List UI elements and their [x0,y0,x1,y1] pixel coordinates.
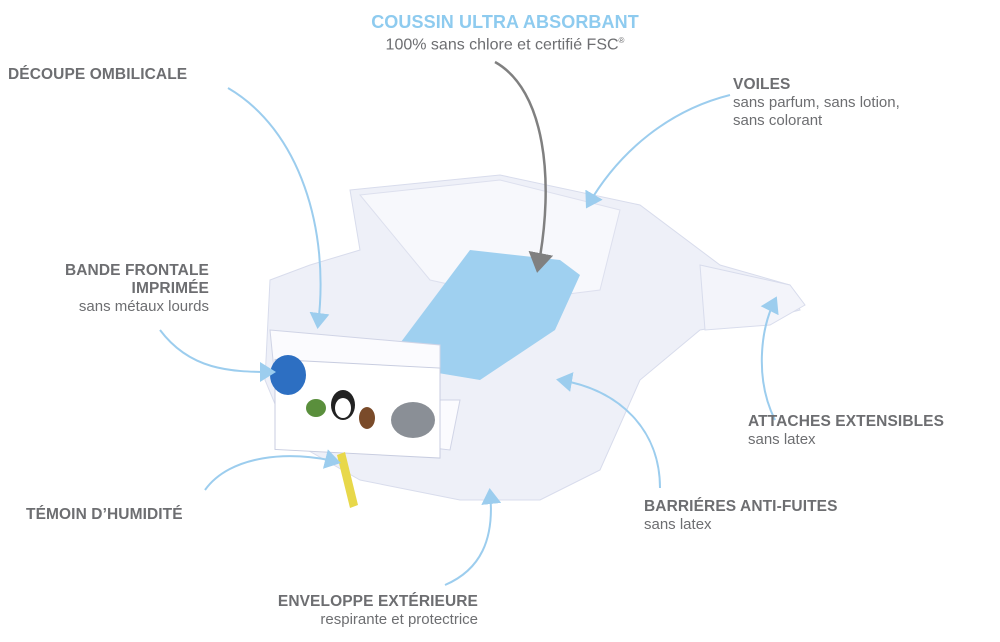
label-subtitle: sans colorant [733,112,823,129]
callout-arrows [159,87,779,586]
absorbent-pad [395,250,580,380]
label-title: BANDE FRONTALE [64,262,209,279]
label-title: VOILES [733,76,791,93]
label-bande: BANDE FRONTALE IMPRIMÉE sans métaux lour… [0,262,209,316]
main-arrow [494,60,554,273]
wetness-indicator [337,452,358,508]
label-barrieres: BARRIÉRES ANTI-FUITES sans latex [644,498,838,534]
label-title: IMPRIMÉE [131,280,209,297]
label-subtitle: sans latex [748,431,816,448]
label-voiles: VOILES sans parfum, sans lotion, sans co… [733,76,900,130]
turtle-print [306,399,326,417]
label-subtitle: respirante et protectrice [320,611,478,628]
label-subtitle: sans parfum, sans lotion, [733,94,900,111]
registered-mark: ® [618,36,625,45]
extensible-tab [699,264,806,331]
label-attaches: ATTACHES EXTENSIBLES sans latex [748,413,944,449]
monkey-print [359,407,375,429]
label-subtitle: 100% sans chlore et certifié FSC [385,36,619,54]
diaper-body [264,174,806,508]
label-temoin: TÉMOIN D’HUMIDITÉ [26,506,183,523]
label-decoupe: DÉCOUPE OMBILICALE [8,66,188,83]
label-title: COUSSIN ULTRA ABSORBANT [371,12,639,32]
label-title: ATTACHES EXTENSIBLES [748,413,945,430]
label-subtitle: sans métaux lourds [78,298,209,315]
elephant-print [391,402,435,438]
label-title: BARRIÉRES ANTI-FUITES [644,498,838,515]
label-title: ENVELOPPE EXTÉRIEURE [277,593,478,610]
label-subtitle: sans latex [644,516,712,533]
label-enveloppe: ENVELOPPE EXTÉRIEURE respirante et prote… [240,593,478,629]
whale-print [270,355,306,395]
label-coussin: COUSSIN ULTRA ABSORBANT 100% sans chlore… [340,12,670,54]
